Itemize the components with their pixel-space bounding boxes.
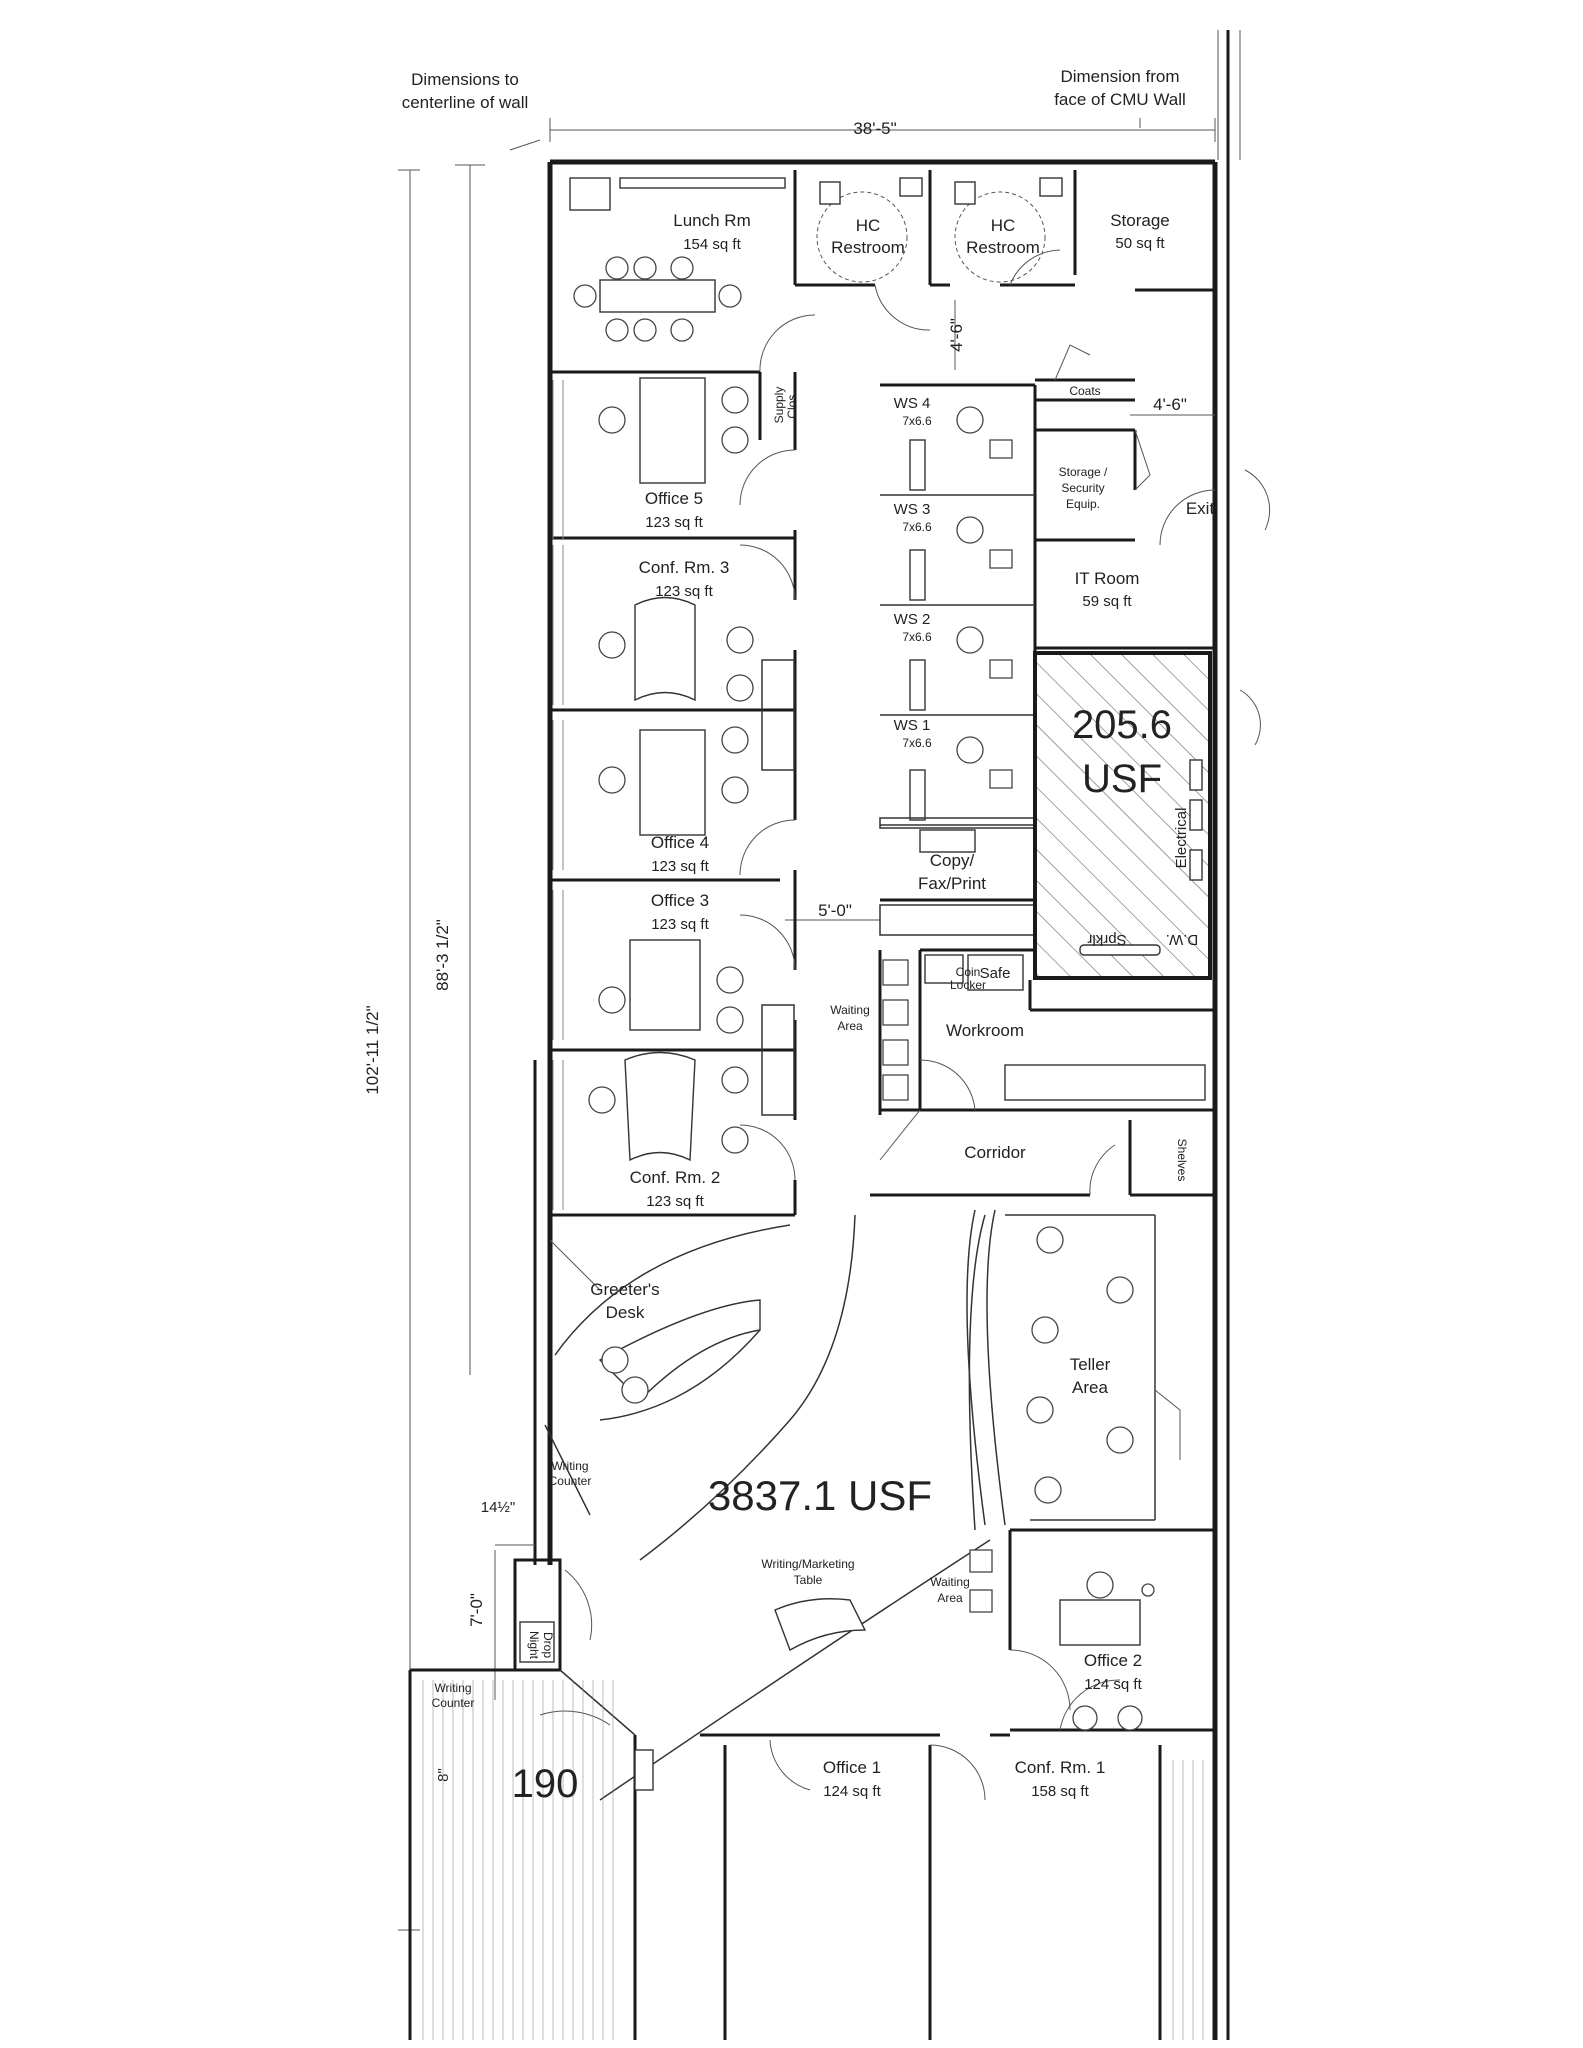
dim-night-drop: 7'-0" [467,1593,486,1627]
cmu-note-1: Dimension from [1060,67,1179,86]
marketing-table-label-2: Table [794,1573,823,1587]
writing-counter-label-1: Writing [551,1459,588,1473]
writing-counter-label-2: Counter [549,1474,592,1488]
conf-room-3-area: 123 sq ft [655,583,713,600]
lease-area-value: 205.6 [1072,703,1172,747]
conf-room-1-label: Conf. Rm. 1 [1015,1758,1106,1777]
waiting-area-1-label-2: Area [837,1019,863,1033]
ws-1-label: WS 1 [894,717,931,734]
conf-room-1-area: 158 sq ft [1031,1783,1089,1800]
workroom-walls [870,948,1215,1197]
night-drop-label-1: Night [527,1631,541,1660]
exit-label: Exit [1186,499,1215,518]
lobby-shapes [544,1209,1181,1801]
office-2-area: 124 sq ft [1084,1676,1142,1693]
safe-label: Safe [980,965,1011,982]
ws-4-size: 7x6.6 [902,414,932,428]
coin-locker-label-2: Locker [950,978,986,992]
ws-2-size: 7x6.6 [902,630,932,644]
greeter-desk-label-2: Desk [606,1303,645,1322]
dimension-lines [398,118,1216,1931]
workroom-label: Workroom [946,1021,1024,1040]
left-room-walls [550,372,797,1217]
ws-3-label: WS 3 [894,501,931,518]
lunch-room-area: 154 sq ft [683,236,741,253]
restroom-1-label-2: Restroom [831,238,905,257]
dim-width-top: 38'-5" [853,119,896,138]
main-area-label: 3837.1 USF [708,1472,932,1519]
office-4-label: Office 4 [651,833,709,852]
teller-area-label-2: Area [1072,1378,1108,1397]
dim-coats-side: 4'-6" [1153,395,1187,414]
it-room-label: IT Room [1075,569,1140,588]
dim-corridor-top: 4'-6" [947,318,966,352]
office-furniture [552,377,754,1210]
dim-overall-length: 102'-11 1/2" [363,1005,382,1094]
conf-room-3-label: Conf. Rm. 3 [639,558,730,577]
cmu-note-2: face of CMU Wall [1054,90,1186,109]
supply-closet-label-2: Clos. [785,391,799,418]
ws-2-label: WS 2 [894,611,931,628]
waiting-area-2-label-1: Waiting [930,1575,970,1589]
restroom-1-label-1: HC [856,216,881,235]
dim-corridor-mid: 5'-0" [818,901,852,920]
office-1-area: 124 sq ft [823,1783,881,1800]
coin-locker-label-1: Coin [956,965,981,979]
it-room-area: 59 sq ft [1082,593,1132,610]
centerline-note-1: Dimensions to [411,70,519,89]
office-5-area: 123 sq ft [645,514,703,531]
storage-label: Storage [1110,211,1170,230]
waiting-area-1-label-1: Waiting [830,1003,870,1017]
lease-area-unit: USF [1082,757,1162,801]
office-4-area: 123 sq ft [651,858,709,875]
bottom-room-walls [700,1528,1215,2040]
night-drop-label-2: Drop [541,1632,555,1658]
exterior-walls [533,30,1241,2040]
lunch-room-label: Lunch Rm [673,211,750,230]
office-2-label: Office 2 [1084,1651,1142,1670]
marketing-table-label-1: Writing/Marketing [761,1557,854,1571]
ws-3-size: 7x6.6 [902,520,932,534]
storage-security-label-2: Security [1061,481,1104,495]
dim-counter-offset: 14½" [481,1499,516,1516]
restroom-fixtures [759,177,1063,373]
teller-area-label-1: Teller [1070,1355,1111,1374]
vestibule-counter-label-2: Counter [432,1696,475,1710]
top-row-walls [550,170,1215,374]
office-3-label: Office 3 [651,891,709,910]
ws-4-label: WS 4 [894,395,931,412]
storage-security-label-1: Storage / [1059,465,1108,479]
restroom-2-label-2: Restroom [966,238,1040,257]
ws-1-size: 7x6.6 [902,736,932,750]
vestibule-number: 190 [512,1762,579,1806]
office-1-label: Office 1 [823,1758,881,1777]
lunch-table [573,256,742,342]
copy-fax-print-label-1: Copy/ [930,851,975,870]
corridor-label: Corridor [964,1143,1026,1162]
dim-interior-length: 88'-3 1/2" [433,919,452,991]
restroom-2-label-1: HC [991,216,1016,235]
office-3-area: 123 sq ft [651,916,709,933]
vestibule-walls [408,1558,654,2040]
waiting-area-2-label-2: Area [937,1591,963,1605]
shelves-label: Shelves [1175,1139,1189,1182]
vestibule-counter-label-1: Writing [434,1681,471,1695]
right-column-walls [1033,344,1271,980]
electrical-label: Electrical [1173,808,1190,869]
storage-area: 50 sq ft [1115,235,1165,252]
storage-security-label-3: Equip. [1066,497,1100,511]
dw-label: D.W. [1166,931,1199,948]
coats-label: Coats [1069,384,1100,398]
supply-closet-label-1: Supply [772,387,786,424]
copy-fax-print-label-2: Fax/Print [918,874,986,893]
greeter-desk-label-1: Greeter's [590,1280,659,1299]
conf-room-2-area: 123 sq ft [646,1193,704,1210]
centerline-note-2: centerline of wall [402,93,529,112]
conf-room-2-label: Conf. Rm. 2 [630,1168,721,1187]
sprinkler-label: Sprklr [1087,931,1126,948]
office-5-label: Office 5 [645,489,703,508]
